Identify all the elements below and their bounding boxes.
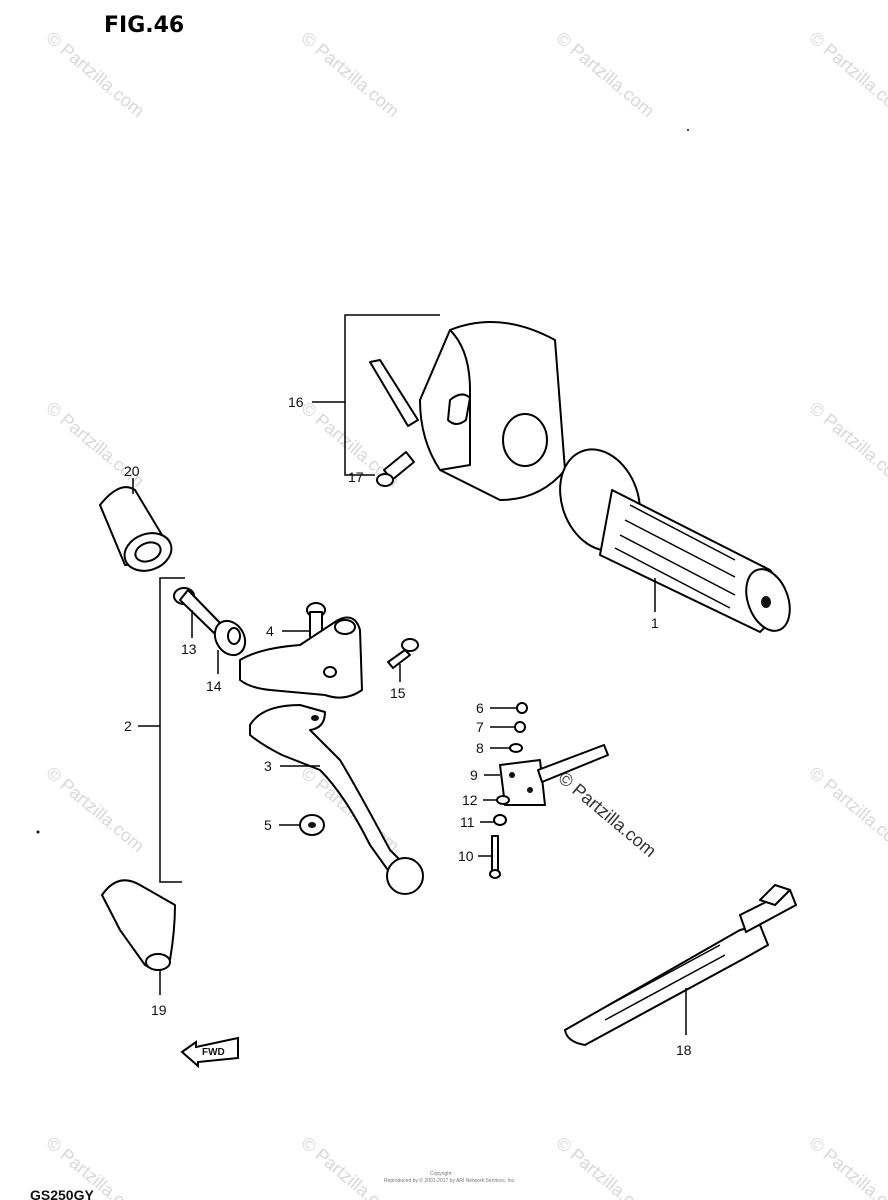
- part-19-lever-cover: [101, 879, 176, 971]
- callout-20: 20: [124, 463, 140, 479]
- part-15-screw: [387, 638, 419, 669]
- watermark: © Partzilla.com: [297, 1133, 403, 1200]
- watermark: © Partzilla.com: [297, 28, 403, 121]
- callout-8: 8: [476, 740, 484, 756]
- part-6-7-8-small-hardware: [509, 702, 528, 753]
- callout-16: 16: [288, 394, 304, 410]
- callout-3: 3: [264, 758, 272, 774]
- callout-2: 2: [124, 718, 132, 734]
- callout-17: 17: [348, 469, 364, 485]
- part-14-collar: [213, 619, 247, 657]
- part-18-clamp-band: [564, 884, 797, 1046]
- part-5-nut: [299, 814, 325, 836]
- callout-7: 7: [476, 719, 484, 735]
- copyright-line-2: Reproduced by © 2001-2017 by ARI Network…: [384, 1177, 516, 1184]
- callout-6: 6: [476, 700, 484, 716]
- part-12-11-washers: [493, 795, 510, 826]
- callout-4: 4: [266, 623, 274, 639]
- part-10-screw: [489, 835, 501, 879]
- watermark: © Partzilla.com: [42, 763, 148, 856]
- watermark: © Partzilla.com: [552, 28, 658, 121]
- callout-15: 15: [390, 685, 406, 701]
- callout-5: 5: [264, 817, 272, 833]
- watermark: © Partzilla.com: [805, 28, 888, 121]
- watermark: © Partzilla.com: [552, 1133, 658, 1200]
- part-13-bolt: [173, 587, 223, 634]
- speck: [687, 129, 689, 131]
- part-9-switch-plate: [499, 744, 609, 806]
- watermark: © Partzilla.com: [805, 398, 888, 491]
- callout-18: 18: [676, 1042, 692, 1058]
- callout-9: 9: [470, 767, 478, 783]
- part-lever-bracket: [239, 616, 363, 699]
- fwd-arrow-icon: [180, 1036, 239, 1069]
- watermark: © Partzilla.com: [805, 763, 888, 856]
- bracket-16: [344, 314, 440, 476]
- callout-10: 10: [458, 848, 474, 864]
- model-code: GS250GY: [30, 1187, 94, 1200]
- callout-12: 12: [462, 792, 478, 808]
- figure-title: FIG.46: [104, 13, 184, 38]
- part-16-switch-housing: [369, 321, 566, 501]
- callout-13: 13: [181, 641, 197, 657]
- callout-19: 19: [151, 1002, 167, 1018]
- callout-11: 11: [460, 814, 475, 830]
- watermark: © Partzilla.com: [42, 28, 148, 121]
- part-3-clutch-lever: [249, 704, 424, 895]
- speck: [36, 830, 40, 834]
- callout-1: 1: [651, 615, 659, 631]
- copyright-line-1: Copyright: [430, 1171, 452, 1177]
- part-17-screw: [376, 451, 415, 487]
- bracket-2: [159, 577, 185, 883]
- callout-14: 14: [206, 678, 222, 694]
- part-20-cover: [99, 486, 173, 572]
- watermark: © Partzilla.com: [805, 1133, 888, 1200]
- watermark: © Partzilla.com: [554, 768, 660, 861]
- fwd-label: FWD: [202, 1047, 225, 1058]
- part-1-throttle-grip: [559, 448, 791, 633]
